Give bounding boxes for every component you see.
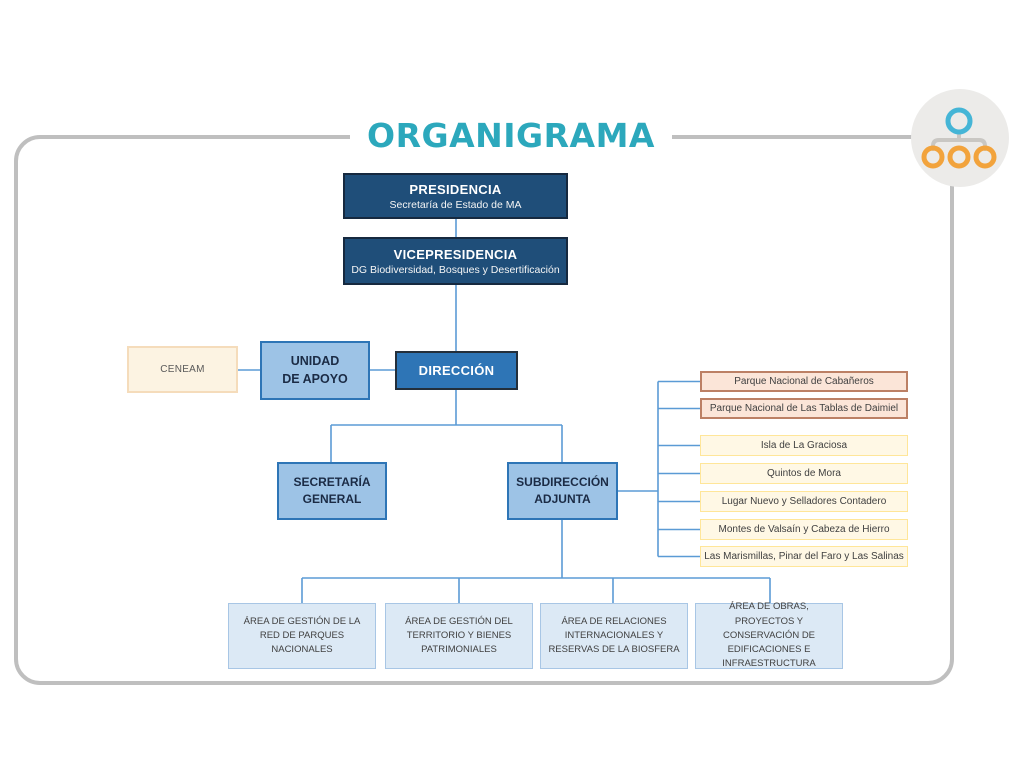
- area-label: ÁREA DE OBRAS, PROYECTOS Y CONSERVACIÓN …: [722, 601, 816, 670]
- area-relaciones-internacionales: ÁREA DE RELACIONES INTERNACIONALES Y RES…: [540, 603, 688, 669]
- node-vicepresidencia: VICEPRESIDENCIA DG Biodiversidad, Bosque…: [343, 237, 568, 285]
- node-direccion: DIRECCIÓN: [395, 351, 518, 390]
- node-label-line2: ADJUNTA: [534, 492, 591, 506]
- node-label: DIRECCIÓN: [418, 363, 495, 378]
- area-obras-proyectos: ÁREA DE OBRAS, PROYECTOS Y CONSERVACIÓN …: [695, 601, 843, 670]
- node-label: CENEAM: [160, 364, 205, 375]
- finca-item: Las Marismillas, Pinar del Faro y Las Sa…: [700, 546, 908, 567]
- node-ceneam: CENEAM: [127, 346, 238, 393]
- finca-item: Isla de La Graciosa: [700, 435, 908, 456]
- finca-label: Quintos de Mora: [767, 468, 841, 479]
- area-gestion-red-parques: ÁREA DE GESTIÓN DE LA RED DE PARQUES NAC…: [228, 603, 376, 669]
- finca-item: Parque Nacional de Las Tablas de Daimiel: [700, 398, 908, 419]
- node-label-line1: SECRETARÍA: [293, 475, 371, 490]
- area-label: ÁREA DE GESTIÓN DE LA RED DE PARQUES NAC…: [243, 615, 361, 656]
- finca-item: Parque Nacional de Cabañeros: [700, 371, 908, 392]
- node-label: PRESIDENCIA: [409, 181, 502, 197]
- finca-label: Parque Nacional de Cabañeros: [734, 376, 874, 387]
- node-label: VICEPRESIDENCIA: [393, 246, 518, 262]
- page-title: ORGANIGRAMA: [350, 110, 672, 160]
- area-label: ÁREA DE RELACIONES INTERNACIONALES Y RES…: [548, 615, 680, 656]
- node-sublabel: Secretaría de Estado de MA: [389, 198, 522, 211]
- node-subdireccion-adjunta: SUBDIRECCIÓN ADJUNTA: [507, 462, 618, 520]
- finca-label: Montes de Valsaín y Cabeza de Hierro: [718, 524, 890, 535]
- node-label-line2: GENERAL: [302, 492, 362, 506]
- node-label-line2: DE APOYO: [282, 371, 348, 386]
- finca-item: Quintos de Mora: [700, 463, 908, 484]
- node-label-line1: SUBDIRECCIÓN: [516, 475, 609, 490]
- org-chart-icon: [911, 89, 1009, 187]
- finca-item: Lugar Nuevo y Selladores Contadero: [700, 491, 908, 512]
- node-unidad-de-apoyo: UNIDAD DE APOYO: [260, 341, 370, 400]
- finca-label: Lugar Nuevo y Selladores Contadero: [721, 496, 887, 507]
- node-secretaria-general: SECRETARÍA GENERAL: [277, 462, 387, 520]
- node-label-line1: UNIDAD: [290, 354, 340, 368]
- finca-label: Las Marismillas, Pinar del Faro y Las Sa…: [704, 551, 904, 562]
- finca-item: Montes de Valsaín y Cabeza de Hierro: [700, 519, 908, 540]
- node-presidencia: PRESIDENCIA Secretaría de Estado de MA: [343, 173, 568, 219]
- finca-label: Parque Nacional de Las Tablas de Daimiel: [709, 403, 899, 414]
- node-sublabel: DG Biodiversidad, Bosques y Desertificac…: [351, 263, 560, 276]
- finca-label: Isla de La Graciosa: [760, 440, 848, 451]
- area-gestion-territorio: ÁREA DE GESTIÓN DEL TERRITORIO Y BIENES …: [385, 603, 533, 669]
- area-label: ÁREA DE GESTIÓN DEL TERRITORIO Y BIENES …: [405, 615, 513, 656]
- org-chart-icon-glyph: [921, 107, 997, 169]
